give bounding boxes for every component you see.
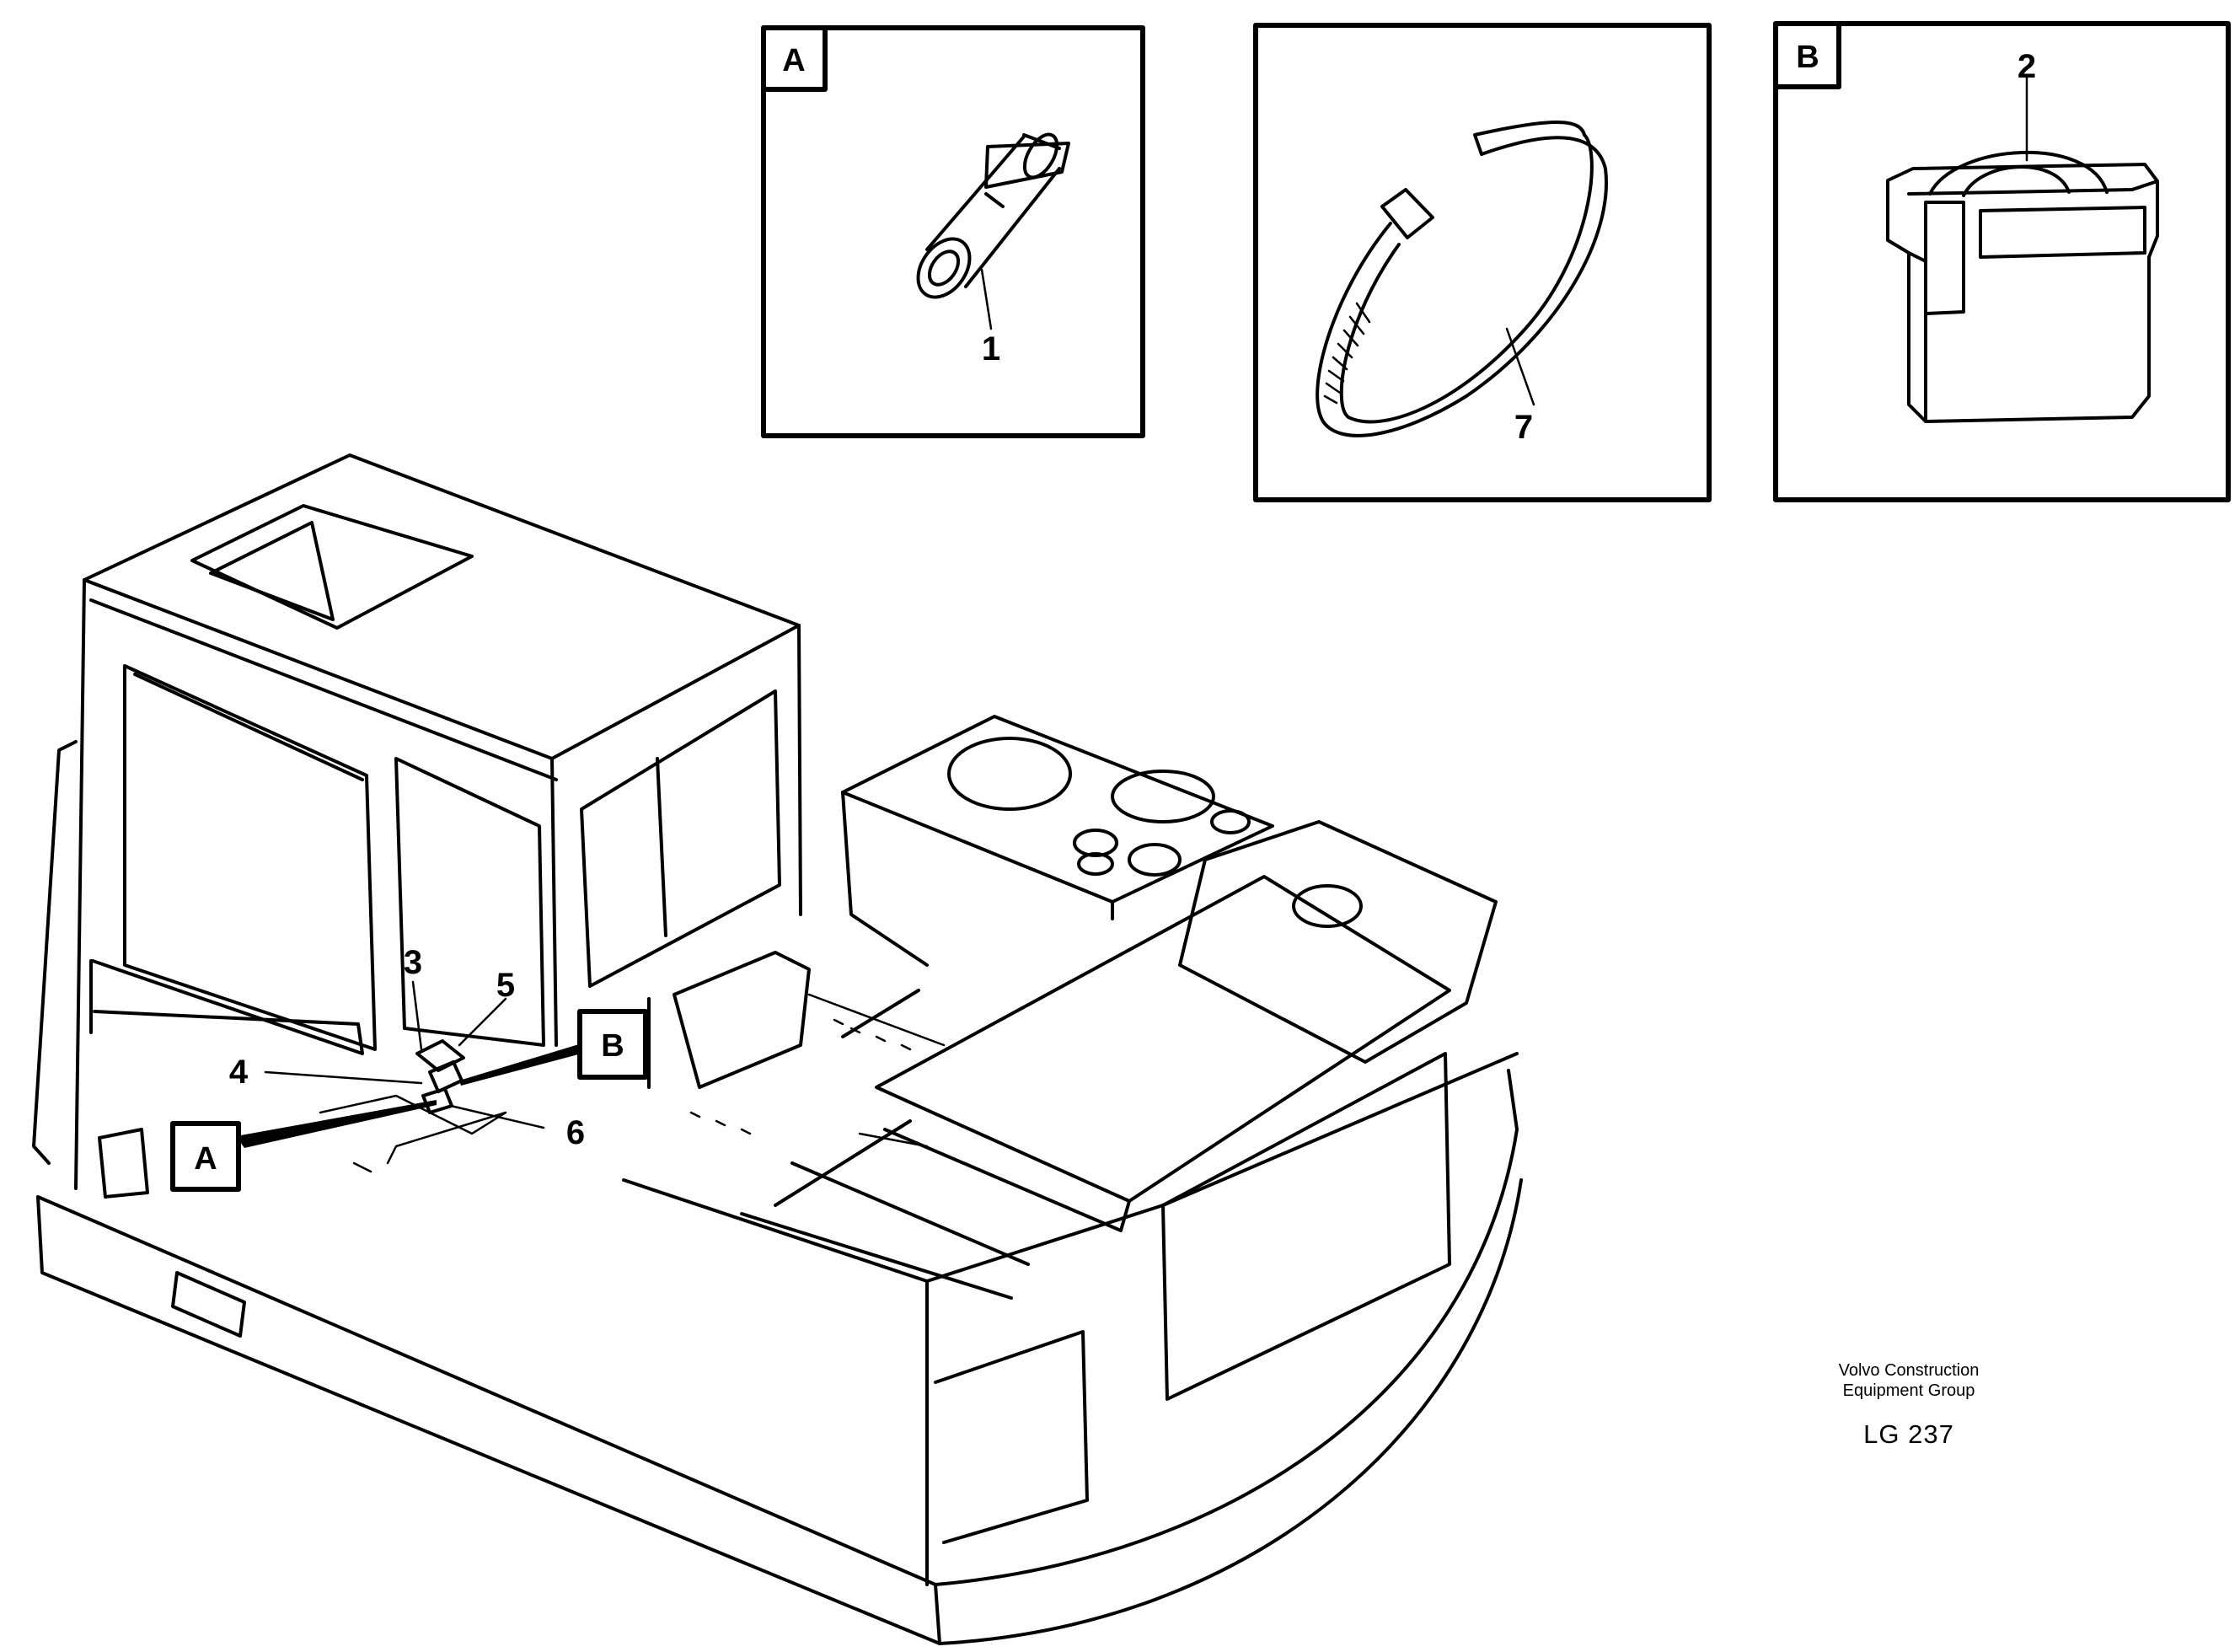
- panel-b-label-box: [1773, 21, 1841, 89]
- cab-side-window: [580, 689, 781, 988]
- cab-door-window: [394, 757, 545, 1047]
- drawing-code: LG 237: [1863, 1419, 1954, 1449]
- battery-box: [875, 875, 1451, 1203]
- cab-roof: [83, 453, 801, 760]
- panel-ring-frame: [1253, 23, 1712, 502]
- excavator-upper-structure: [32, 453, 1523, 1645]
- panel-a-label-box: [761, 25, 828, 92]
- callout-6: 6: [566, 1114, 585, 1151]
- front-plate: [98, 1128, 149, 1199]
- roof-hatch: [190, 504, 474, 630]
- leader-lines: [236, 980, 581, 1148]
- ref-box-b: B: [577, 1009, 648, 1080]
- cab-front-window: [123, 664, 377, 1051]
- base-step: [171, 1271, 246, 1338]
- hood-right: [1178, 820, 1498, 1064]
- side-panel: [1161, 1052, 1451, 1401]
- callout-2: 2: [2018, 48, 2036, 85]
- detail-panel-b: B 2: [1773, 21, 2231, 502]
- leader-wedge-a: [236, 1100, 437, 1148]
- engine-box-top: [841, 715, 1274, 904]
- cab-front-edge: [74, 578, 86, 1190]
- detail-panel-cable-tie: 7: [1253, 23, 1712, 502]
- counterweight-curve: [934, 1069, 1519, 1586]
- panel-a-frame: [761, 25, 1145, 438]
- panel-b-label: B: [1796, 40, 1819, 75]
- company-credit: Volvo Construction Equipment Group: [1770, 1360, 2048, 1401]
- detail-panel-a: A 1: [761, 25, 1145, 438]
- panel-a-label: A: [782, 43, 805, 78]
- panel-b-frame: [1773, 21, 2231, 502]
- svg-text:A: A: [194, 1141, 217, 1177]
- callout-7: 7: [1514, 409, 1533, 446]
- tube-connector-drawing: [916, 132, 1070, 330]
- callout-3: 3: [404, 944, 422, 981]
- connector-housing-drawing: [1886, 76, 2159, 423]
- base-front: [36, 1195, 941, 1645]
- company-line-2: Equipment Group: [1842, 1381, 1975, 1400]
- cable-tie-drawing: [1316, 121, 1608, 437]
- company-line-1: Volvo Construction: [1838, 1361, 1980, 1380]
- harness-connector-3: [415, 1039, 465, 1072]
- harness-connector-6: [421, 1087, 453, 1114]
- callout-1: 1: [982, 330, 1000, 367]
- callout-4: 4: [229, 1054, 249, 1091]
- svg-text:B: B: [601, 1028, 624, 1064]
- handrail: [32, 740, 78, 1165]
- control-box: [673, 951, 811, 1089]
- leader-wedge-b: [459, 1043, 581, 1086]
- callout-5: 5: [496, 967, 515, 1004]
- ref-box-a: A: [170, 1121, 241, 1192]
